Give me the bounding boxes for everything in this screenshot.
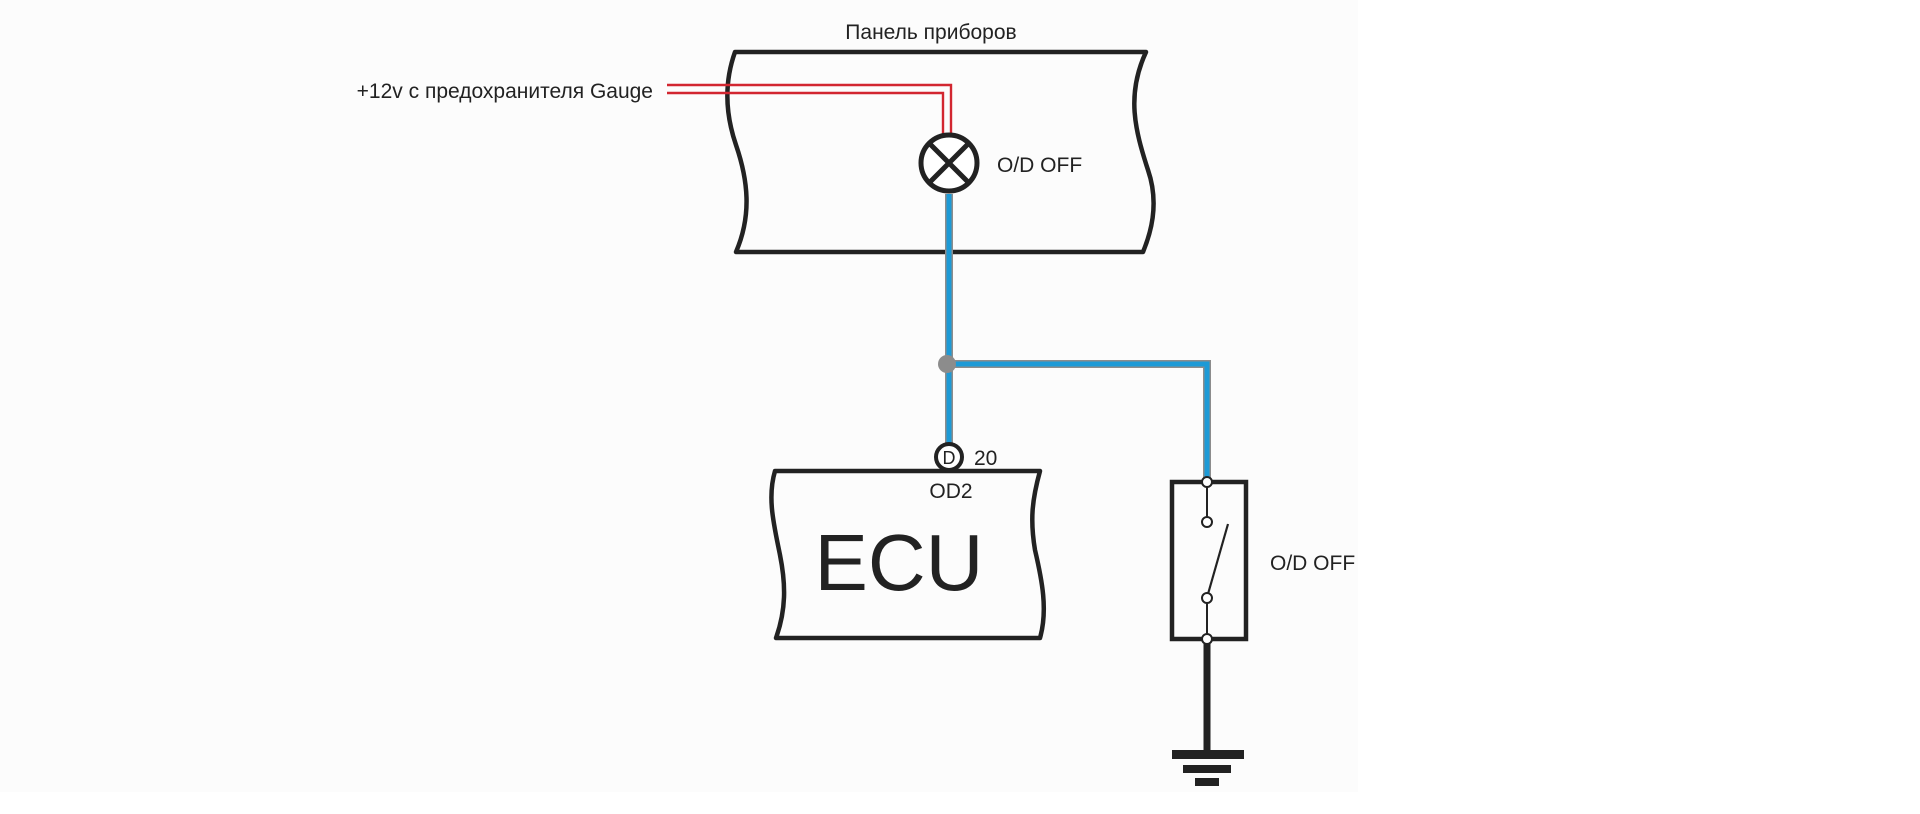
supply-label: +12v с предохранителя Gauge <box>357 80 653 103</box>
connector-signal-label: OD2 <box>929 480 972 503</box>
ecu-block <box>769 468 1047 641</box>
switch-label: O/D OFF <box>1270 552 1355 575</box>
ground-icon <box>1172 644 1244 786</box>
supply-wire <box>667 83 953 142</box>
connector-pin-number: 20 <box>974 447 997 470</box>
instrument-panel-label: Панель приборов <box>845 21 1016 44</box>
lamp-icon <box>918 132 980 194</box>
ecu-label: ECU <box>815 518 984 607</box>
lamp-label: O/D OFF <box>997 154 1082 177</box>
instrument-panel-block <box>725 49 1156 255</box>
connector-pin-icon <box>934 442 964 472</box>
signal-wire <box>945 194 1211 482</box>
connector-letter: D <box>943 448 956 468</box>
wire-junction-dot <box>938 355 956 373</box>
switch-icon <box>1169 476 1249 645</box>
diagram-background <box>0 0 1358 792</box>
